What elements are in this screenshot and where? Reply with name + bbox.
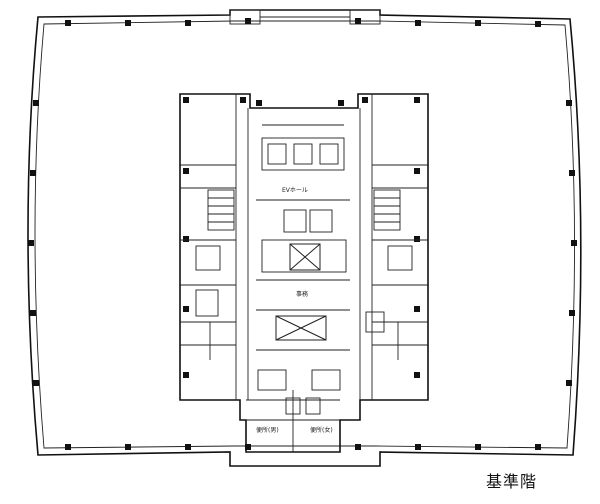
restroom-left-label: 便所(男) [256, 426, 279, 434]
floor-label: 基準階 [486, 472, 538, 491]
outer-wall [27, 9, 582, 467]
center-room-label: 事務 [296, 290, 308, 298]
right-core-rooms [359, 94, 428, 400]
elevator-bank-top [261, 124, 345, 171]
perimeter-columns [28, 18, 577, 450]
ev-hall-label: EVホール [282, 187, 308, 194]
core [179, 93, 429, 453]
central-shafts [256, 199, 350, 351]
restroom-right-label: 便所(女) [310, 426, 333, 434]
restrooms [246, 369, 341, 452]
left-core-rooms [180, 94, 249, 400]
